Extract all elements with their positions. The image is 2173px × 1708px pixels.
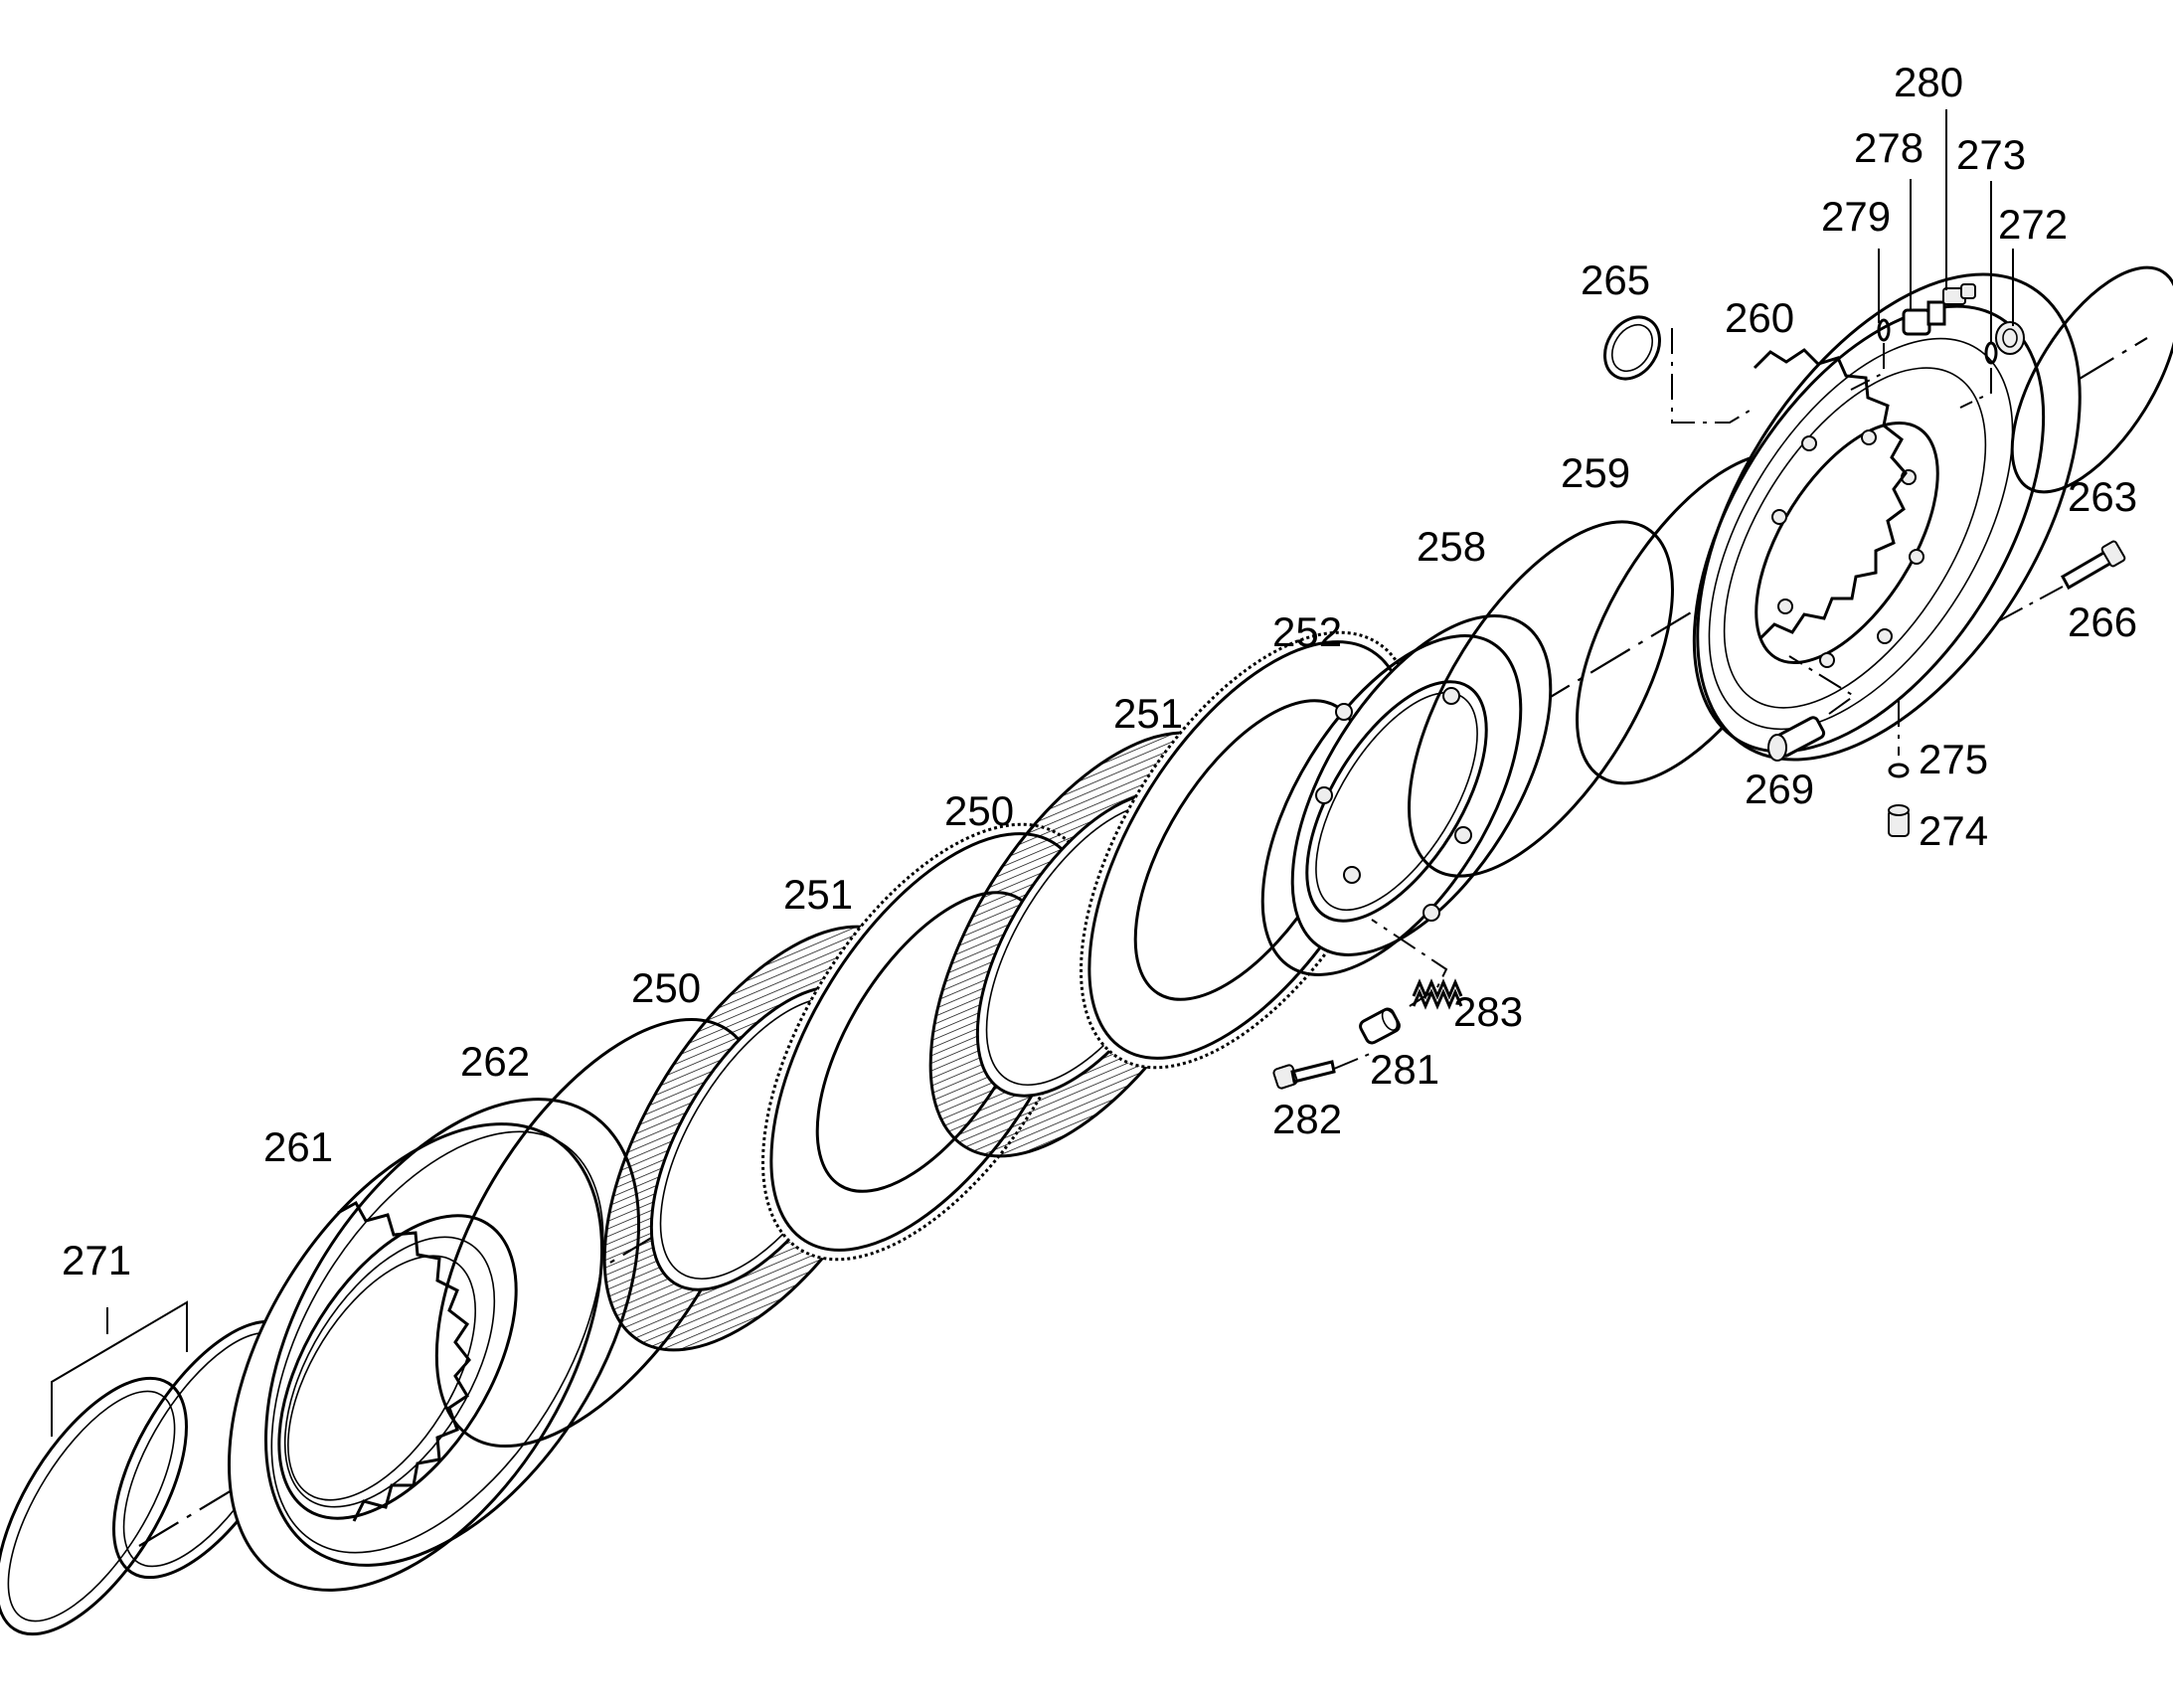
part-280-valve xyxy=(1942,283,1976,305)
leader-272-273 xyxy=(1959,368,1992,409)
callout-260: 260 xyxy=(1725,294,1794,341)
callout-265: 265 xyxy=(1581,256,1650,303)
callout-274: 274 xyxy=(1919,807,1988,854)
part-263-oring xyxy=(2010,265,2173,494)
callout-266: 266 xyxy=(2068,598,2137,645)
part-282-bolt xyxy=(1272,1060,1336,1090)
leader-265 xyxy=(1671,328,1755,424)
part-258-oring xyxy=(1408,520,1674,878)
callout-259: 259 xyxy=(1561,449,1630,496)
part-279-snap-ring xyxy=(1877,318,1891,342)
callout-281: 281 xyxy=(1370,1046,1439,1093)
part-275-seal-ring xyxy=(1888,763,1910,778)
callout-273: 273 xyxy=(1956,131,2026,178)
part-283-spring xyxy=(1412,978,1463,1010)
part-252-piston xyxy=(1260,614,1553,976)
callout-251b: 251 xyxy=(783,871,853,918)
part-261-drum xyxy=(227,1098,641,1592)
callout-272: 272 xyxy=(1998,201,2068,248)
part-266-bolt xyxy=(2060,540,2126,591)
callout-250b: 250 xyxy=(631,964,701,1011)
part-272-plug xyxy=(1995,321,2025,355)
callout-251a: 251 xyxy=(1113,690,1183,737)
part-274-plug xyxy=(1888,804,1910,837)
part-281-sleeve xyxy=(1359,1007,1401,1045)
callout-269: 269 xyxy=(1745,766,1814,812)
leader-278-279 xyxy=(1850,343,1885,391)
part-278-fitting xyxy=(1902,300,1946,336)
callout-279: 279 xyxy=(1821,193,1891,240)
callout-258: 258 xyxy=(1417,523,1486,570)
leader-266 xyxy=(1997,586,2064,622)
callout-261: 261 xyxy=(263,1123,333,1170)
callout-283: 283 xyxy=(1453,988,1523,1035)
leader-271 xyxy=(51,1300,188,1437)
callout-250a: 250 xyxy=(944,787,1014,834)
part-269-cap-screw xyxy=(1767,716,1826,762)
callout-263: 263 xyxy=(2068,473,2137,520)
callout-282: 282 xyxy=(1272,1096,1342,1142)
callout-275: 275 xyxy=(1919,736,1988,782)
callout-271: 271 xyxy=(62,1237,131,1283)
callout-278: 278 xyxy=(1854,124,1923,171)
part-265-ring xyxy=(1603,315,1661,381)
part-260-cover xyxy=(1692,272,2082,762)
leader-269 xyxy=(1788,655,1856,715)
callout-280: 280 xyxy=(1894,59,1963,105)
callout-262: 262 xyxy=(460,1038,530,1085)
callout-252: 252 xyxy=(1272,608,1342,655)
leader-281-283 xyxy=(1333,919,1448,1070)
